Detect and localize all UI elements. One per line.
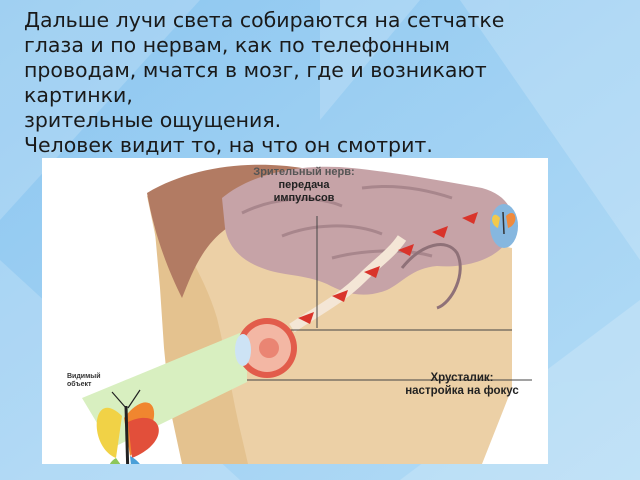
lens-label: Хрусталик: настройка на фокус [382, 372, 542, 398]
lens-label-line: Хрусталик: [430, 372, 494, 384]
impulse-arrows [298, 212, 478, 324]
light-beam [82, 330, 247, 448]
text-line: Человек видит то, на что он смотрит. [24, 133, 433, 157]
nerve-label: Зрительный нерв: передача импульсов [250, 166, 358, 205]
brain-butterfly [490, 204, 518, 248]
nerve-label-line: импульсов [273, 192, 335, 204]
text-line: зрительные ощущения. [24, 108, 282, 132]
nerve-label-line: Зрительный нерв: [253, 166, 355, 178]
text-line: Дальше лучи света собираются на сетчатке [24, 8, 505, 32]
vision-diagram [82, 164, 532, 464]
lens-label-line: настройка на фокус [405, 385, 519, 397]
object-label-line: объект [67, 381, 92, 388]
text-line: глаза и по нервам, как по телефонным [24, 33, 450, 57]
text-line: проводам, мчатся в мозг, где и возникают [24, 58, 487, 82]
object-label: Видимый объект [67, 373, 101, 389]
vision-illustration: Зрительный нерв: передача импульсов Хрус… [42, 158, 548, 464]
object-label-line: Видимый [67, 373, 101, 380]
text-line: картинки, [24, 83, 133, 107]
nerve-label-line: передача [278, 179, 330, 191]
eye [235, 318, 297, 378]
slide-text: Дальше лучи света собираются на сетчатке… [24, 8, 624, 158]
object-butterfly [96, 389, 159, 464]
